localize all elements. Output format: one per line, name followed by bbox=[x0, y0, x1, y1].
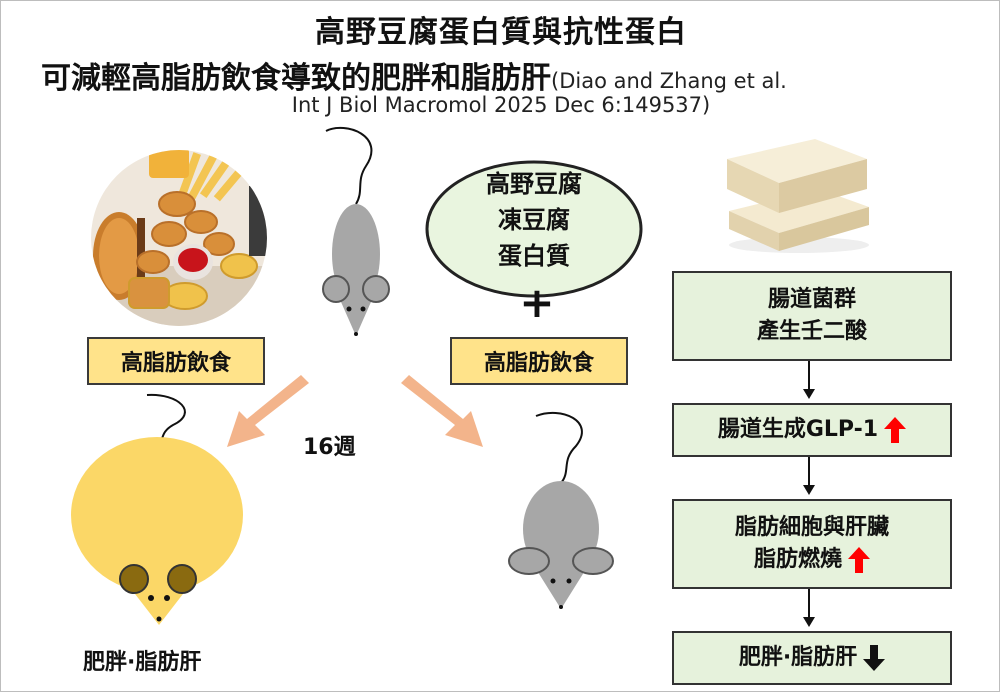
citation-part-1: (Diao and Zhang et al. bbox=[551, 69, 787, 93]
protein-ellipse bbox=[425, 160, 643, 298]
arrow-right-down bbox=[401, 375, 483, 447]
obese-mouse bbox=[71, 393, 243, 625]
control-mouse-top bbox=[322, 126, 390, 336]
flow-arrow-1 bbox=[803, 361, 815, 399]
flow-arrow-3 bbox=[803, 589, 815, 627]
ellipse-line-2: 凍豆腐 bbox=[498, 206, 570, 234]
up-arrow-icon bbox=[884, 416, 907, 443]
plus-sign: + bbox=[519, 278, 555, 327]
box3-row: 脂肪燃燒 bbox=[754, 544, 870, 576]
up-arrow-icon bbox=[848, 546, 870, 573]
ellipse-line-3: 蛋白質 bbox=[498, 242, 570, 270]
box2-row: 腸道生成GLP-1 bbox=[717, 414, 907, 446]
high-fat-diet-label-left: 高脂肪飲食 bbox=[87, 337, 265, 385]
box4-text: 肥胖·脂肪肝 bbox=[738, 645, 858, 671]
box2-text: 腸道生成GLP-1 bbox=[717, 417, 879, 443]
left-result-label: 肥胖·脂肪肝 bbox=[83, 650, 202, 675]
arrow-left-down bbox=[227, 375, 309, 447]
flow-arrow-2 bbox=[803, 457, 815, 495]
fast-food-image bbox=[91, 150, 267, 326]
citation-part-2: Int J Biol Macromol 2025 Dec 6:149537) bbox=[291, 93, 711, 117]
high-fat-diet-label-middle: 高脂肪飲食 bbox=[450, 337, 628, 385]
flow-box-obesity-fatty-liver: 肥胖·脂肪肝 bbox=[672, 631, 952, 685]
protein-mouse bbox=[508, 411, 614, 609]
duration-label: 16週 bbox=[303, 435, 356, 460]
box3-line-2: 脂肪燃燒 bbox=[753, 547, 842, 572]
title-line-2: 可減輕高脂肪飲食導致的肥胖和脂肪肝(Diao and Zhang et al. bbox=[41, 53, 999, 97]
box1-line-2: 產生壬二酸 bbox=[756, 319, 867, 344]
ellipse-line-1: 高野豆腐 bbox=[486, 170, 582, 198]
flow-box-fat-burning: 脂肪細胞與肝臟 脂肪燃燒 bbox=[672, 499, 952, 589]
box4-row: 肥胖·脂肪肝 bbox=[738, 642, 886, 674]
flow-box-gut-microbiota: 腸道菌群 產生壬二酸 bbox=[672, 271, 952, 361]
flow-box-glp1: 腸道生成GLP-1 bbox=[672, 403, 952, 457]
title-line-2-text: 可減輕高脂肪飲食導致的肥胖和脂肪肝 bbox=[41, 61, 551, 96]
tofu-image bbox=[727, 139, 869, 253]
title-line-1: 高野豆腐蛋白質與抗性蛋白 bbox=[315, 15, 687, 50]
protein-ellipse-text: 高野豆腐 凍豆腐 蛋白質 bbox=[424, 166, 644, 274]
down-arrow-icon bbox=[863, 644, 886, 671]
box3-line-1: 脂肪細胞與肝臟 bbox=[734, 515, 889, 541]
box1-line-1: 腸道菌群 bbox=[767, 287, 856, 313]
